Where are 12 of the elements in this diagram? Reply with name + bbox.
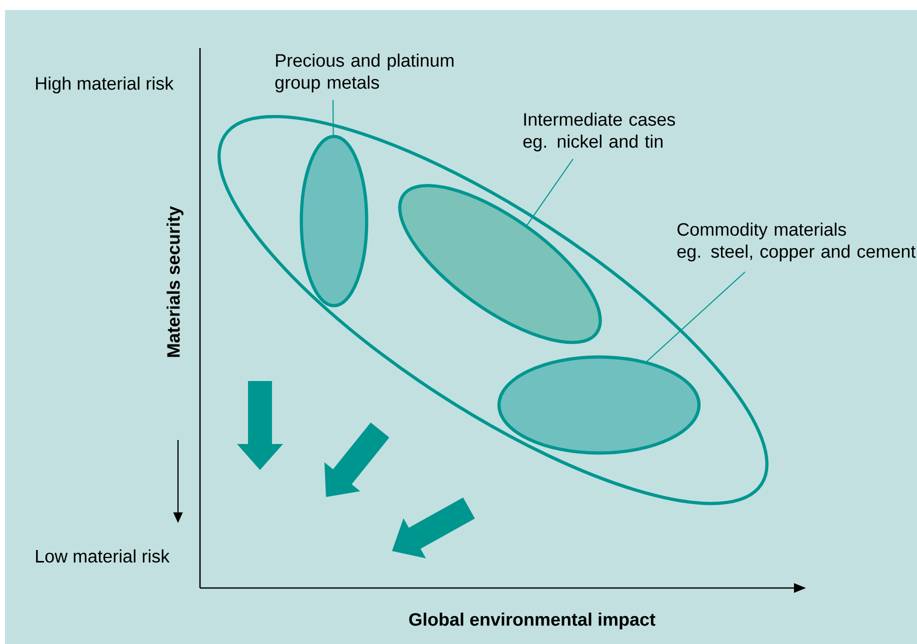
axis-label: Low material risk: [36, 549, 170, 563]
axis-label: Materials security: [166, 206, 184, 357]
axis-label: Global environmental impact: [409, 612, 656, 630]
ellipse: [497, 355, 701, 455]
callout-text: Commodity materials eg. steel, copper and cement: [677, 222, 916, 262]
leader-line: [526, 158, 574, 226]
axis-label: High material risk: [36, 76, 174, 94]
leader-line: [646, 272, 746, 362]
leader-line: [332, 100, 334, 135]
callout-text: Intermediate cases eg. nickel and tin: [523, 112, 675, 152]
callout-text: Precious and platinum group metals: [275, 54, 454, 92]
ellipse: [300, 134, 368, 308]
